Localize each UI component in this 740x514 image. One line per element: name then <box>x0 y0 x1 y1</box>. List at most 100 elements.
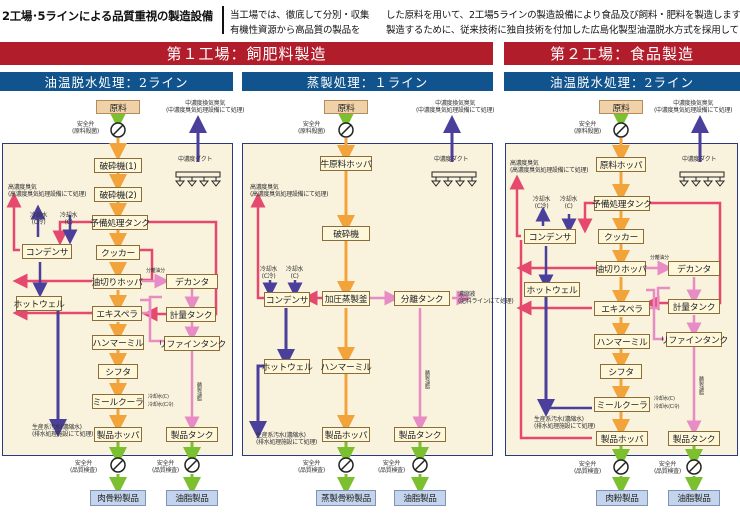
f1a-lines <box>6 111 218 495</box>
f1b-hotwell-box: ホットウェル <box>262 359 313 374</box>
f2a-product-tank-box: 製品タンク <box>668 431 720 446</box>
f2a-hammer-box: ハンマーミル <box>594 334 650 349</box>
f1a-condenser-box: コンデンサ <box>22 244 72 259</box>
f2a-drain-hopper-box: 油切りホッパ <box>596 261 647 276</box>
f1b-steamer-box: 加圧蒸製釜 <box>322 291 370 306</box>
f1a-sifter-box: シフタ <box>98 364 138 379</box>
f1b-lines <box>249 111 472 495</box>
f1a-raw-box: 原料 <box>96 100 140 114</box>
intro-line-1b: した原料を用いて、2工場5ラインの製造設備により食品及び飼料・肥料を製造します。 <box>386 10 740 21</box>
f2a-valve-out2-label: 安全弁(品質検査) <box>654 461 681 475</box>
f2a-condenser-box: コンデンサ <box>524 229 576 244</box>
f2a-mill-cooler-box: ミールクーラ <box>594 397 650 412</box>
f2a-valve-out1-label: 安全弁(品質検査) <box>574 461 601 475</box>
f2a-separation-label: 分離油分 <box>650 255 669 261</box>
f1b-valve-out1-label: 安全弁(品質検査) <box>298 460 325 474</box>
f1b-exhaust-label: 中濃度換気臭気(中濃度臭気処理設備にて処理) <box>416 100 495 114</box>
f1a-exhaust-label: 中濃度換気臭気(中濃度臭気処理設備にて処理) <box>166 100 245 114</box>
f2a-refine-tank-box: リファインタンク <box>660 332 728 347</box>
f1b-waste-label: 生産系汚水(濃縮水)(排水処理施設にて処理) <box>256 432 318 446</box>
f1b-crusher-box: 破砕機 <box>322 226 370 241</box>
f2a-valve-label: 安全弁(原料殺菌) <box>574 121 601 135</box>
f1a-separation-label: 分離油分 <box>146 268 165 274</box>
f1a-product-tank-box: 製品タンク <box>166 427 218 442</box>
f2a-exhaust-label: 中濃度換気臭気(中濃度臭気処理設備にて処理) <box>654 100 733 114</box>
f1a-refine-tank-box: リファインタンク <box>158 336 226 351</box>
f1a-fat-label: 精製油脂 <box>196 382 202 401</box>
f1a-product1: 肉骨粉製品 <box>90 490 146 506</box>
f1b-cool2-label: 冷却水(C) <box>286 266 304 280</box>
f1a-cool-a-label: 冷却水(C冷) <box>30 212 48 226</box>
f2a-raw-box: 原料 <box>599 100 643 114</box>
f2a-waste-label: 生産系汚水(濃縮水)(排水処理施設にて処理) <box>534 416 596 430</box>
factory1-title: 第１工場：飼肥料製造 <box>0 42 493 65</box>
f1a-decanter-box: デカンタ <box>166 274 218 289</box>
f1a-crusher2-box: 破砕機(2) <box>94 187 142 202</box>
f1a-waste-label: 生産系汚水(濃縮水)(排水処理施設にて処理) <box>32 424 94 438</box>
page-title: 2工場･5ラインによる品質重視の製造設備 <box>2 9 213 23</box>
f1a-cw-c-label: 冷却水(C) <box>148 394 169 400</box>
f1a-pretank-box: 予備処理タンク <box>90 215 150 230</box>
f2a-meter-tank-box: 計量タンク <box>668 299 720 314</box>
factory1-lineB-title: 蒸製処理：１ライン <box>242 72 493 91</box>
f2a-high-odor-label: 高濃度臭気(高濃度臭気処理設備にて処理) <box>510 160 589 174</box>
f2a-fat-label: 精製油脂 <box>698 376 704 395</box>
f2a-expeller-box: エキスペラ <box>594 301 650 316</box>
f2a-sifter-box: シフタ <box>600 364 642 379</box>
f1a-mill-cooler-box: ミールクーラ <box>92 394 144 409</box>
f1b-valve-out2-label: 安全弁(品質検査) <box>378 460 405 474</box>
intro-line-2b: 製造するために、従来技術に独自技術を付加した広島化製型油温脱水方式を採用していま… <box>386 25 740 36</box>
f1b-hopper-box: 牛原料ホッパ <box>320 156 372 171</box>
f1b-hammer-box: ハンマーミル <box>321 359 372 374</box>
f1a-product-hopper-box: 製品ホッパ <box>94 427 142 442</box>
f2a-cw-cr-label: 冷却水(C冷) <box>654 404 680 410</box>
f2a-cw-c-label: 冷却水(C) <box>654 396 675 402</box>
f1a-high-odor-label: 高濃度臭気(高濃度臭気処理設備にて処理) <box>8 184 87 198</box>
f1b-conc-label: 濃縮液(肥料ラインにて処理) <box>458 291 514 305</box>
f2a-hotwell-box: ホットウェル <box>524 282 580 297</box>
f1b-cool-label: 冷却水(C冷) <box>260 266 278 280</box>
intro-line-1a: 当工場では、徹底して分別・収集 <box>230 10 370 21</box>
f2a-hopper-box: 原料ホッパ <box>596 157 646 172</box>
f2a-duct-label: 中濃度ダクト <box>682 156 717 163</box>
f2a-decanter-box: デカンタ <box>668 261 720 276</box>
f1a-cooker-box: クッカー <box>96 245 140 260</box>
f1a-hotwell-box: ホットウェル <box>14 296 65 311</box>
f1a-valve-out2-label: 安全弁(品質検査) <box>152 460 179 474</box>
intro-line-2a: 有機性資源から高品質の製品を <box>230 25 361 36</box>
f1a-crusher1-box: 破砕機(1) <box>94 158 142 173</box>
f2a-product-hopper-box: 製品ホッパ <box>596 431 648 446</box>
f1b-condenser-box: コンデンサ <box>264 292 310 307</box>
f1a-expeller-box: エキスペラ <box>92 306 142 321</box>
f1a-duct-label: 中濃度ダクト <box>178 156 213 163</box>
f1a-meter-tank-box: 計量タンク <box>166 307 216 322</box>
f1b-duct-label: 中濃度ダクト <box>434 156 469 163</box>
factory2-lineA-title: 油温脱水処理：2ライン <box>504 72 740 91</box>
f1a-valve-label: 安全弁(原料殺菌) <box>72 121 99 135</box>
f2a-cool-b-label: 冷却水(C) <box>560 196 578 210</box>
f1b-raw-box: 原料 <box>324 100 368 114</box>
f1b-product-hopper-box: 製品ホッパ <box>322 427 370 442</box>
f2a-product2: 油脂製品 <box>668 490 720 506</box>
f1b-valve-label: 安全弁(原料殺菌) <box>298 121 325 135</box>
valve-icons <box>110 122 702 475</box>
f1a-product2: 油脂製品 <box>166 490 218 506</box>
f1b-product1: 蒸製骨粉製品 <box>316 490 376 506</box>
f2a-cool-a-label: 冷却水(C冷) <box>533 196 551 210</box>
f1b-sep-tank-box: 分離タンク <box>394 291 450 306</box>
f1a-drain-hopper-box: 油切りホッパ <box>92 274 143 289</box>
f1a-cw-cr-label: 冷却水(C冷) <box>148 402 174 408</box>
factory1-lineA-title: 油温脱水処理：2ライン <box>0 72 233 91</box>
f1b-product2: 油脂製品 <box>394 490 446 506</box>
header-divider <box>222 6 224 34</box>
f2a-cooker-box: クッカー <box>598 229 644 244</box>
f2a-product1: 肉粉製品 <box>596 490 648 506</box>
duct-icons <box>174 171 726 187</box>
f1b-high-odor-label: 高濃度臭気(高濃度臭気処理設備にて処理) <box>250 184 329 198</box>
f1b-product-tank-box: 製品タンク <box>394 427 446 442</box>
f1b-fat-label: 精製油脂 <box>424 370 430 389</box>
f2a-pretank-box: 予備処理タンク <box>592 196 652 211</box>
factory2-title: 第２工場：食品製造 <box>504 42 740 65</box>
